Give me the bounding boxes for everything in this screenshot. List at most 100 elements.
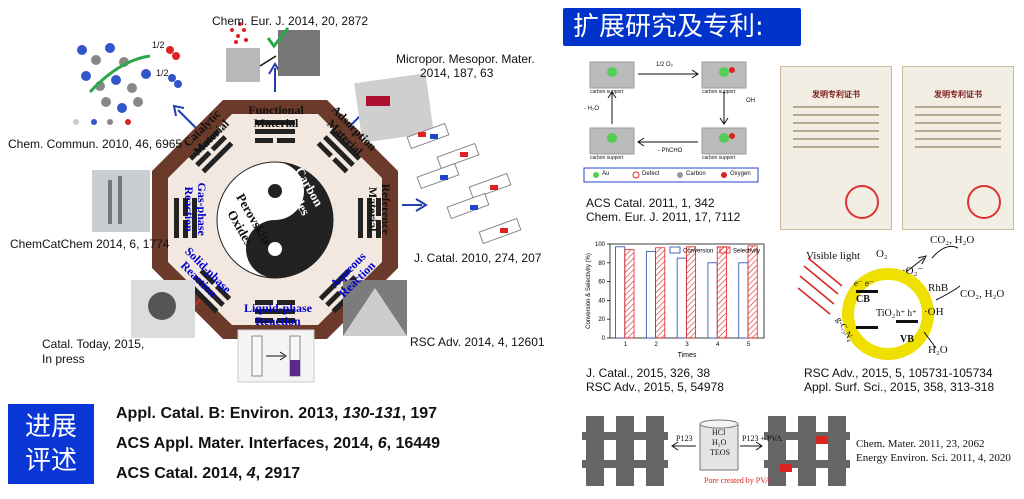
patent-title-2: 发明专利证书 [934, 90, 982, 99]
progress-line-1: 进展 [24, 412, 77, 442]
cycle-support-label-3: carbon support [702, 155, 736, 161]
x-tick-label: 4 [716, 342, 720, 348]
pore-diagram: P123 P123 + PVA HCl H₂O TEOS Pore create… [582, 410, 850, 490]
co2-h2o-label-2: CO₂, H₂O [960, 288, 1005, 300]
cycle-support-label-2: carbon support [702, 89, 736, 95]
cite-chem-eur-2011: Chem. Eur. J. 2011, 17, 7112 [586, 210, 741, 224]
cite-energy-environ: Energy Environ. Sci. 2011, 4, 2020 [856, 452, 1011, 464]
cycle-legend-au: Au [602, 171, 610, 177]
bagua-diagram: Carbon Nitrides Perovskite Oxides Functi… [0, 0, 560, 400]
bar-conversion-5 [738, 262, 749, 339]
reference-panels [406, 122, 522, 245]
bar-selectivity-4 [716, 246, 727, 339]
electron-label: e⁻ e⁻ [854, 278, 874, 288]
y-tick-label: 80 [598, 261, 605, 267]
cycle-svg [583, 61, 759, 183]
catalytic-cycle: 1/2 O₂ carbon support carbon support car… [582, 56, 760, 192]
label-liquid-phase-reaction: Liquid-phase Reaction [243, 301, 313, 329]
molecule-label-half-1: 1/2 [152, 40, 165, 50]
bar-conversion-2 [645, 251, 656, 339]
teos-label: TEOS [710, 448, 730, 457]
cite-rsc-adv: RSC Adv. 2014, 4, 12601 [410, 335, 545, 349]
patent-certificate-2: 发明专利证书 [902, 66, 1014, 230]
cycle-legend-defect: Defect [642, 171, 660, 177]
p123-pva-label: P123 + PVA [742, 434, 782, 443]
bar-selectivity-1 [624, 249, 635, 339]
label-functional-material: Functional Material [248, 103, 304, 131]
yin-yang [216, 161, 334, 279]
bar-conversion-4 [707, 262, 718, 339]
hcl-label: HCl [712, 428, 726, 437]
y-tick-label: 60 [598, 280, 605, 286]
photocat-svg [797, 245, 961, 360]
cycle-oh-label: OH [746, 98, 755, 104]
bar-selectivity-2 [655, 247, 666, 339]
cycle-phcho-label: - PhCHO [658, 148, 683, 154]
y-tick-label: 0 [602, 336, 606, 342]
hole-label: h⁺ h⁺ [896, 308, 917, 318]
y-tick-label: 40 [598, 298, 605, 304]
sample-images [92, 22, 522, 383]
cycle-o2-label: 1/2 O₂ [656, 62, 674, 68]
molecule-model [73, 43, 182, 125]
legend-swatch-selectivity [719, 246, 731, 254]
cite-in-press: In press [42, 352, 85, 366]
label-gas-phase-reaction: Gas-phase Reaction [182, 182, 210, 236]
rhb-label: RhB [928, 282, 949, 294]
y-axis-label: Conversion & Selectivity (%) [586, 253, 592, 329]
cite-catal-today: Catal. Today, 2015, [42, 337, 145, 351]
cite-chemcatchem: ChemCatChem 2014, 6, 1774 [10, 237, 170, 251]
pore-created-label: Pore created by PVA [704, 476, 771, 485]
cite-micropor-2: 2014, 187, 63 [420, 66, 494, 80]
label-reference-material: Reference Material [366, 183, 394, 235]
cycle-legend-oxygen: Oxygen [730, 171, 751, 177]
bar-conversion-3 [676, 257, 687, 339]
progress-review-box: 进展 评述 [8, 404, 94, 484]
vb-label: VB [900, 334, 914, 345]
x-tick-label: 5 [747, 342, 751, 348]
cite-rsc-adv-105731: RSC Adv., 2015, 5, 105731-105734 [804, 366, 993, 380]
pore-svg [582, 416, 850, 486]
cycle-legend-carbon: Carbon [686, 171, 706, 177]
cb-label: CB [856, 294, 870, 305]
y-tick-label: 100 [595, 242, 606, 248]
cite-chem-eur: Chem. Eur. J. 2014, 20, 2872 [212, 14, 369, 28]
legend-label-selectivity: Selectivity [733, 249, 760, 255]
section-title: 扩展研究及专利: [563, 8, 801, 46]
cite-j-catal-2015: J. Catal., 2015, 326, 38 [586, 366, 711, 380]
visible-light-label: Visible light [806, 250, 861, 262]
cycle-h2o-label: - H₂O [584, 106, 599, 112]
photocatalysis-diagram: Visible light O₂ ·O₂⁻ CO₂, H₂O RhB CO₂, … [796, 234, 1020, 364]
progress-line-2: 评述 [24, 446, 77, 476]
legend-label-conversion: Conversion [683, 249, 713, 255]
x-axis-label: Times [678, 352, 697, 359]
cite-appl-surf-sci: Appl. Surf. Sci., 2015, 358, 313-318 [804, 380, 995, 394]
patent-title-1: 发明专利证书 [812, 90, 860, 99]
x-tick-label: 1 [624, 342, 628, 348]
o2-label: O₂ [876, 248, 888, 260]
co2-h2o-label-1: CO₂, H₂O [930, 234, 975, 246]
cite-acs-catal-2011: ACS Catal. 2011, 1, 342 [586, 196, 715, 210]
cycle-support-label-1: carbon support [590, 89, 624, 95]
bar-conversion-1 [615, 246, 626, 339]
cite-chem-mater: Chem. Mater. 2011, 23, 2062 [856, 438, 985, 450]
legend-swatch-conversion [669, 246, 681, 254]
reference-3: ACS Catal. 2014, 4, 2917 [116, 465, 301, 482]
cycle-support-label-4: carbon support [590, 155, 624, 161]
bar-selectivity-5 [747, 245, 758, 339]
x-tick-label: 3 [685, 342, 689, 348]
cite-j-catal: J. Catal. 2010, 274, 207 [414, 251, 542, 265]
molecule-label-half-2: 1/2 [156, 68, 169, 78]
bagua-svg [73, 22, 522, 383]
tio2-label: TiO₂ [876, 308, 896, 319]
h2o-label: H₂O [928, 344, 948, 356]
cite-micropor: Micropor. Mesopor. Mater. [396, 52, 535, 66]
bar-selectivity-3 [685, 246, 697, 339]
cite-chem-commun: Chem. Commun. 2010, 46, 6965 [8, 137, 183, 151]
reference-1: Appl. Catal. B: Environ. 2013, 130-131, … [116, 405, 438, 422]
reference-2: ACS Appl. Mater. Interfaces, 2014, 6, 16… [116, 435, 441, 452]
y-tick-label: 20 [598, 317, 605, 323]
h2o-label-pore: H₂O [712, 438, 727, 447]
